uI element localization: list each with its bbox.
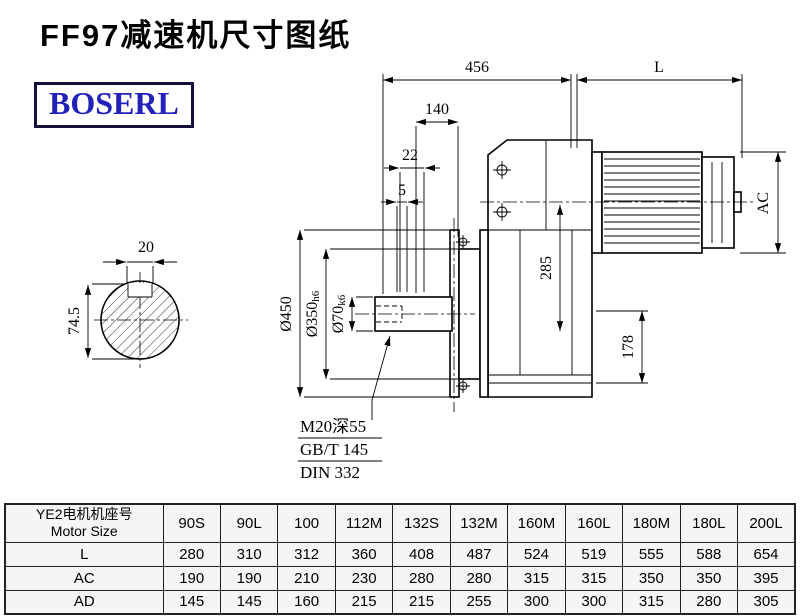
- cell: 280: [679, 589, 739, 615]
- cell: 654: [737, 541, 796, 567]
- cell: 519: [564, 541, 624, 567]
- dim-label-178: 178: [620, 335, 637, 359]
- motor-body: [601, 151, 703, 254]
- dim-label-dia350: Ø350h6: [304, 290, 322, 337]
- fan-cover: [701, 156, 735, 249]
- thread-notes: M20深55 GB/T 145 DIN 332: [298, 335, 391, 482]
- cell: 395: [737, 565, 796, 591]
- cell: 350: [679, 565, 739, 591]
- cell: 160: [277, 589, 336, 615]
- dim-label-456: 456: [465, 59, 489, 76]
- dim-label-AC: AC: [755, 192, 772, 214]
- cell: 230: [334, 565, 394, 591]
- cell: 360: [334, 541, 394, 567]
- cell: 487: [449, 541, 509, 567]
- cell: 280: [162, 541, 221, 567]
- cell: 280: [449, 565, 509, 591]
- row-label: L: [4, 541, 164, 567]
- page-title: FF97减速机尺寸图纸: [40, 18, 352, 53]
- table-header-row: YE2电机机座号 Motor Size 90S 90L 100 112M 132…: [4, 503, 796, 543]
- col-header: 200L: [737, 503, 796, 543]
- cell: 305: [737, 589, 796, 615]
- row-label: AD: [4, 589, 164, 615]
- col-header: 90L: [219, 503, 279, 543]
- dim-label-L: L: [654, 59, 664, 76]
- col-header: 160M: [507, 503, 566, 543]
- cell: 315: [507, 565, 566, 591]
- table-row-AD: AD 145 145 160 215 215 255 300 300 315 2…: [4, 589, 796, 615]
- col-header: 132S: [392, 503, 451, 543]
- gear-housing: [487, 139, 593, 398]
- cell: 215: [392, 589, 451, 615]
- col-header: 160L: [564, 503, 624, 543]
- col-header: 180M: [622, 503, 681, 543]
- cell: 310: [219, 541, 279, 567]
- cell: 190: [219, 565, 279, 591]
- cell: 588: [679, 541, 739, 567]
- cell: 315: [564, 565, 624, 591]
- centerlines: [355, 201, 756, 412]
- shaft-section-detail: 20 74.5: [66, 239, 188, 368]
- dim-label-dia450: Ø450: [278, 296, 295, 332]
- cell: 300: [564, 589, 624, 615]
- dim-label-key-height: 74.5: [66, 307, 83, 335]
- motor-cooling-fins: [604, 158, 700, 244]
- row-label: AC: [4, 565, 164, 591]
- output-flange: [449, 229, 489, 398]
- dimensions: 456 L 140 22 5 AC 285 178 Ø450 Ø350h6 Ø7: [278, 59, 786, 398]
- cell: 524: [507, 541, 566, 567]
- cell: 280: [392, 565, 451, 591]
- dim-label-285: 285: [538, 256, 555, 280]
- cell: 350: [622, 565, 681, 591]
- dim-label-140: 140: [425, 101, 449, 118]
- cell: 312: [277, 541, 336, 567]
- cell: 210: [277, 565, 336, 591]
- dim-label-dia70: Ø70k6: [330, 294, 348, 333]
- motor-size-header-cn: YE2电机机座号: [36, 505, 133, 522]
- cell: 315: [622, 589, 681, 615]
- table-row-L: L 280 310 312 360 408 487 524 519 555 58…: [4, 541, 796, 567]
- brand-logo-text: BOSERL: [49, 85, 179, 121]
- motor-size-header: YE2电机机座号 Motor Size: [4, 503, 164, 543]
- reducer-dimension-drawing: 20 74.5 456 L 140 22 5: [66, 59, 786, 482]
- cell: 190: [162, 565, 221, 591]
- note-gb-standard: GB/T 145: [300, 440, 368, 459]
- cell: 300: [507, 589, 566, 615]
- col-header: 132M: [449, 503, 509, 543]
- brand-logo: BOSERL: [34, 82, 194, 129]
- table-row-AC: AC 190 190 210 230 280 280 315 315 350 3…: [4, 565, 796, 591]
- dim-label-22: 22: [402, 147, 418, 164]
- col-header: 180L: [679, 503, 739, 543]
- cell: 215: [334, 589, 394, 615]
- cell: 408: [392, 541, 451, 567]
- keyway: [127, 283, 153, 298]
- dim-label-key-width: 20: [138, 239, 154, 256]
- note-leader-line: [371, 335, 391, 420]
- cell: 145: [219, 589, 279, 615]
- note-din-standard: DIN 332: [300, 463, 360, 482]
- col-header: 112M: [334, 503, 394, 543]
- motor: [591, 151, 742, 254]
- motor-size-header-en: Motor Size: [50, 523, 118, 540]
- col-header: 90S: [162, 503, 221, 543]
- col-header: 100: [277, 503, 336, 543]
- note-thread: M20深55: [300, 417, 366, 436]
- dim-label-5: 5: [398, 182, 406, 199]
- motor-flange: [591, 151, 603, 254]
- cell: 255: [449, 589, 509, 615]
- motor-size-table: YE2电机机座号 Motor Size 90S 90L 100 112M 132…: [4, 503, 796, 615]
- cell: 555: [622, 541, 681, 567]
- cell: 145: [162, 589, 221, 615]
